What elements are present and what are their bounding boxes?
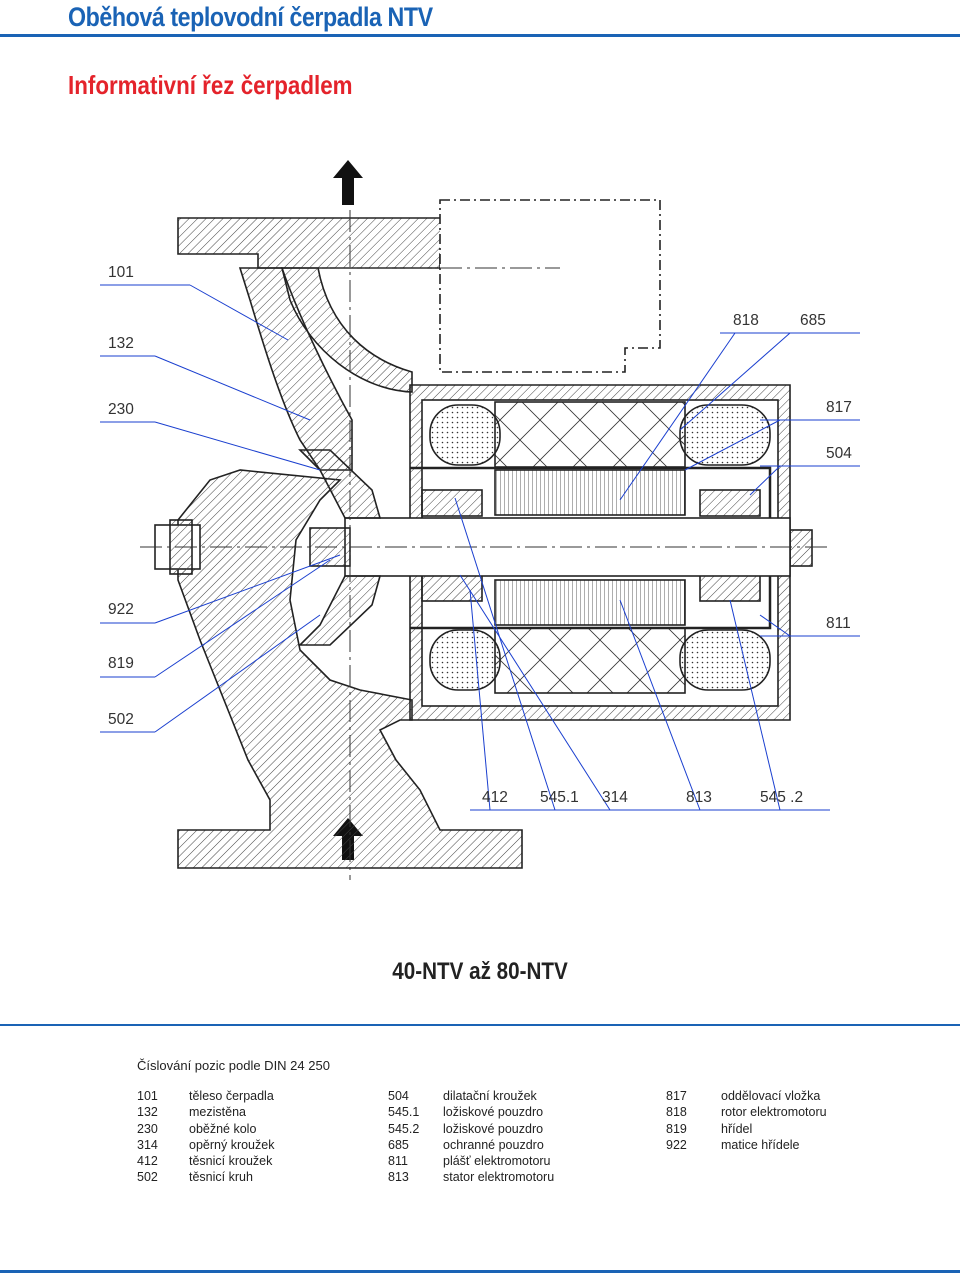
legend-item-name: opěrný kroužek [189,1137,275,1152]
legend-item-number: 545.2 [388,1121,420,1136]
legend-item-name: těsnicí kruh [189,1170,253,1185]
label-230: 230 [108,401,134,418]
legend-item-number: 813 [388,1170,409,1185]
legend-item: 502 těsnicí kruh [137,1169,274,1185]
legend-item-name: plášť elektromotoru [443,1154,551,1169]
footer-divider [0,1270,960,1273]
label-811: 811 [826,615,851,632]
label-314: 314 [602,789,628,806]
legend-item-number: 811 [388,1154,408,1169]
pump-cross-section-drawing: 101 132 230 922 819 502 818 685 817 504 … [100,160,860,880]
legend-title: Číslování pozic podle DIN 24 250 [137,1058,330,1073]
legend-item-name: matice hřídele [721,1137,800,1152]
legend-item: 230 oběžné kolo [137,1121,274,1137]
model-caption-text: 40-NTV až 80-NTV [392,958,568,985]
legend-divider [0,1024,960,1026]
label-502: 502 [108,711,134,728]
legend-item: 922 matice hřídele [666,1137,827,1153]
flow-arrow-top [333,160,363,205]
legend-item-name: mezistěna [189,1105,246,1120]
legend-item: 101 těleso čerpadla [137,1088,274,1104]
legend-column-1: 101 těleso čerpadla 132 mezistěna 230 oběžné … [137,1088,274,1186]
legend-item: 545.1 ložiskové pouzdro [388,1104,554,1120]
section-subtitle: Informativní řez čerpadlem [68,70,353,100]
legend-item-number: 230 [137,1121,158,1136]
legend-item-name: těsnicí kroužek [189,1154,273,1169]
legend-item-number: 817 [666,1089,687,1103]
model-caption: 40-NTV až 80-NTV [0,958,960,986]
legend-item: 132 mezistěna [137,1104,274,1120]
legend-item-number: 818 [666,1105,687,1120]
legend-item-number: 685 [388,1137,409,1152]
legend-item-name: oběžné kolo [189,1121,257,1136]
legend-item-name: ochranné pouzdro [443,1137,544,1152]
legend-item-name: ložiskové pouzdro [443,1121,544,1136]
label-819: 819 [108,655,134,672]
label-412: 412 [482,789,508,806]
legend-item: 818 rotor elektromotoru [666,1104,827,1120]
legend-item-name: dilatační kroužek [443,1089,537,1103]
legend-item: 819 hřídel [666,1121,827,1137]
legend-column-2: 504 dilatační kroužek 545.1 ložiskové pouzd… [388,1088,554,1186]
legend-item-number: 412 [137,1154,158,1169]
legend-item-number: 504 [388,1089,409,1103]
legend-item-name: stator elektromotoru [443,1170,555,1185]
legend-item-number: 922 [666,1137,687,1152]
legend-item: 504 dilatační kroužek [388,1088,554,1104]
legend-item: 813 stator elektromotoru [388,1169,554,1185]
label-504: 504 [826,445,852,462]
legend-item-number: 314 [137,1137,158,1152]
header-divider [0,34,960,37]
label-817: 817 [826,399,852,416]
label-813: 813 [686,789,712,806]
legend-item-number: 545.1 [388,1105,420,1120]
legend-item: 685 ochranné pouzdro [388,1137,554,1153]
page-title: Oběhová teplovodní čerpadla NTV [68,2,433,32]
leader-lines [100,284,860,811]
legend-item: 314 opěrný kroužek [137,1137,274,1153]
center-lines [140,210,830,880]
label-685: 685 [800,312,826,329]
label-545-1: 545.1 [540,789,579,806]
label-545-2: 545 .2 [760,789,803,806]
legend-item-number: 101 [137,1089,158,1103]
legend-item: 817 oddělovací vložka [666,1088,827,1104]
callout-labels: 101 132 230 922 819 502 818 685 817 504 … [108,264,852,806]
legend-item: 412 těsnicí kroužek [137,1153,274,1169]
legend-item-number: 502 [137,1170,158,1185]
label-922: 922 [108,601,134,618]
legend-item-name: rotor elektromotoru [721,1105,827,1120]
legend-item: 811 plášť elektromotoru [388,1153,554,1169]
legend-item-name: oddělovací vložka [721,1089,821,1103]
legend-item-name: těleso čerpadla [189,1089,274,1103]
impeller [298,449,382,646]
label-818: 818 [733,312,759,329]
motor-housing [409,199,813,721]
legend-item-name: hřídel [721,1121,753,1136]
legend-item-number: 132 [137,1105,158,1120]
label-132: 132 [108,335,134,352]
legend-item-number: 819 [666,1121,687,1136]
label-101: 101 [108,264,134,281]
legend-column-3: 817 oddělovací vložka 818 rotor elektromoto… [666,1088,827,1153]
legend-item: 545.2 ložiskové pouzdro [388,1121,554,1137]
legend-item-name: ložiskové pouzdro [443,1105,544,1120]
